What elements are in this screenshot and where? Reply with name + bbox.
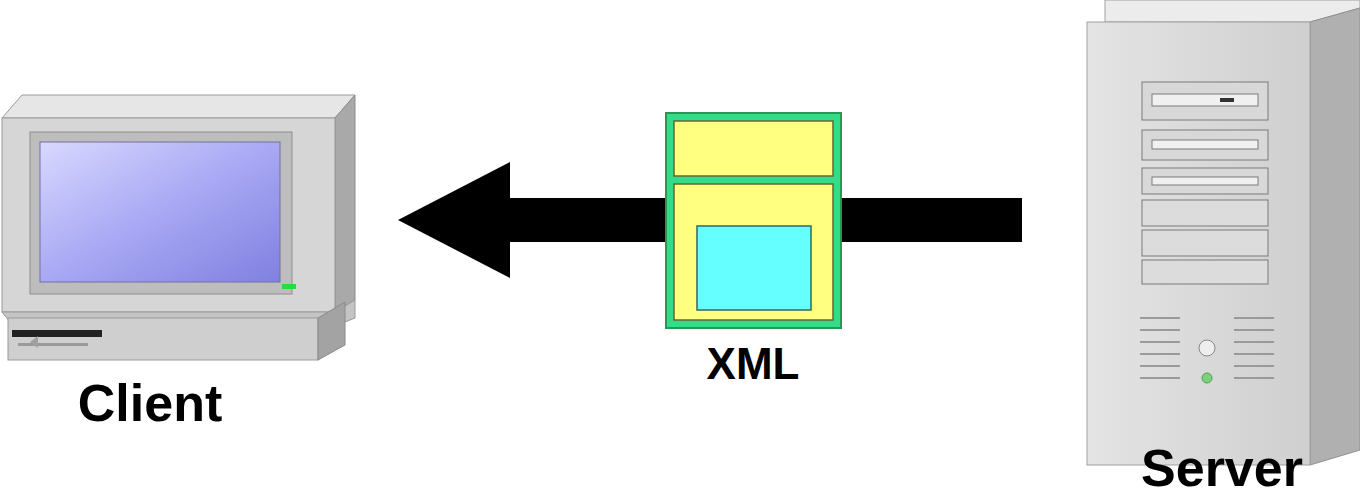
client-computer bbox=[2, 95, 355, 360]
node-label: Client bbox=[0, 375, 310, 432]
node-label: Server bbox=[1087, 440, 1357, 497]
client-node: Client bbox=[0, 95, 360, 363]
xml-document-icon bbox=[666, 113, 841, 328]
server-node: Server bbox=[1087, 0, 1360, 465]
server-tower bbox=[1087, 0, 1360, 465]
edge-label: XML bbox=[707, 340, 800, 388]
